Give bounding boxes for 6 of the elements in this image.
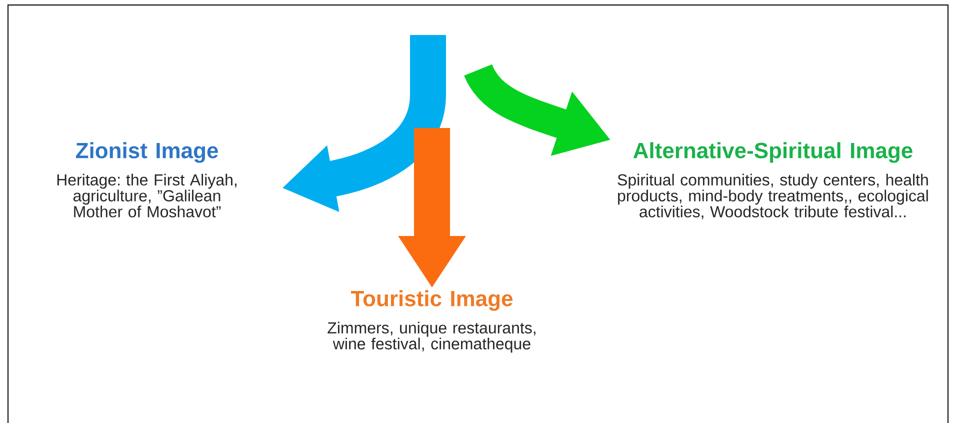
description: Spiritual communities, study centers, health products, mind-body treatments,, ecological activities, Woodstock tribute festival...: [618, 174, 928, 220]
heading: Alternative-Spiritual Image: [633, 142, 912, 163]
heading: Touristic Image: [350, 290, 512, 311]
description: Heritage: the First Aliyah, agriculture, ”Galilean Mother of Moshavot”: [57, 174, 236, 218]
description: Zimmers, unique restaurants, wine festival, cinematheque: [328, 322, 536, 353]
heading: Zionist Image: [76, 142, 218, 163]
